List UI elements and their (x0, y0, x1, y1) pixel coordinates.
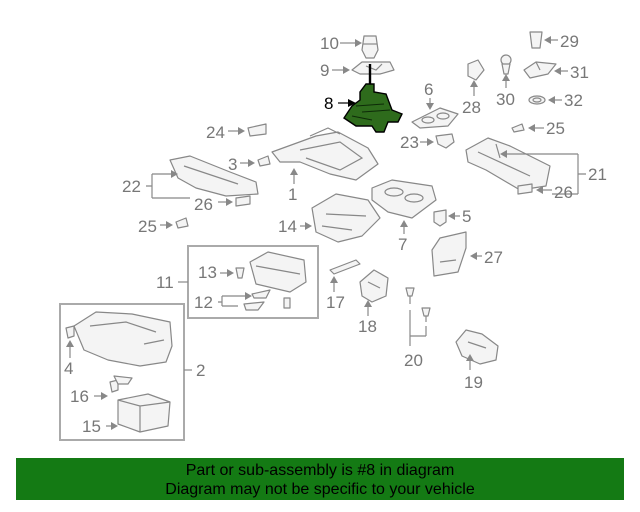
callout-29: 29 (560, 32, 579, 51)
part-27-panel (431, 231, 467, 277)
callout-25-lower: 25 (138, 217, 157, 236)
callout-24: 24 (206, 123, 225, 142)
callout-5: 5 (462, 207, 471, 226)
part-30-button (500, 54, 512, 75)
part-7-cup-holder (371, 179, 437, 219)
part-26-clip-right (517, 183, 533, 195)
callout-22: 22 (122, 177, 141, 196)
part-10-shift-knob (361, 35, 379, 59)
callout-28: 28 (462, 98, 481, 117)
callout-2: 2 (196, 361, 205, 380)
part-19-bracket (455, 329, 499, 365)
part-32-ring (528, 95, 546, 105)
callout-10: 10 (320, 34, 339, 53)
callout-19: 19 (464, 373, 483, 392)
group-box-2 (59, 303, 185, 441)
part-14-bracket (311, 193, 381, 243)
callout-3: 3 (228, 155, 237, 174)
callout-6: 6 (424, 80, 433, 99)
info-banner: Part or sub-assembly is #8 in diagram Di… (16, 458, 624, 500)
callout-27: 27 (484, 248, 503, 267)
part-25-screw-lower (175, 217, 189, 229)
info-line-disclaimer: Diagram may not be specific to your vehi… (165, 481, 475, 498)
part-21-side-trim (465, 137, 551, 191)
part-29-clip (529, 31, 543, 49)
part-15-bin (117, 393, 171, 433)
callout-26-left: 26 (194, 195, 213, 214)
part-4-clip (65, 325, 75, 339)
part-23-clip (435, 133, 455, 149)
parts-diagram: 10 9 8 6 28 30 29 31 (59, 31, 607, 441)
callout-30: 30 (496, 90, 515, 109)
part-6-bezel (411, 107, 459, 129)
callout-26-right: 26 (554, 183, 573, 202)
callout-32: 32 (564, 91, 583, 110)
part-3-screw (257, 155, 271, 167)
part-18-bracket (359, 269, 389, 303)
part-20-bolts (405, 287, 431, 322)
callout-21: 21 (588, 165, 607, 184)
part-5-bolt (433, 209, 447, 227)
part-12-hinge (243, 289, 291, 311)
callout-13: 13 (198, 263, 217, 282)
callout-25-upper: 25 (546, 119, 565, 138)
callout-16: 16 (70, 387, 89, 406)
callout-12: 12 (194, 293, 213, 312)
callout-20: 20 (404, 351, 423, 370)
callout-18: 18 (358, 317, 377, 336)
part-26-clip-left (235, 195, 251, 207)
callout-23: 23 (400, 133, 419, 152)
part-17-strip (329, 259, 361, 275)
info-line-part: Part or sub-assembly is #8 in diagram (185, 462, 455, 479)
callout-31: 31 (570, 63, 589, 82)
callout-17: 17 (326, 293, 345, 312)
callout-15: 15 (82, 417, 101, 436)
callout-8: 8 (324, 94, 333, 113)
part-25-screw-upper (511, 123, 525, 133)
part-24-trim (247, 123, 267, 137)
part-1-console-panel (271, 127, 379, 181)
callout-7: 7 (398, 235, 407, 254)
part-console-base (73, 311, 173, 367)
part-16-clip (109, 375, 133, 393)
part-13-screw (235, 267, 245, 279)
part-9-bezel (351, 61, 395, 75)
callout-4: 4 (64, 359, 73, 378)
callout-9: 9 (320, 61, 329, 80)
part-28-clip (467, 59, 485, 81)
callout-11: 11 (156, 273, 174, 292)
part-armrest-lid (249, 251, 307, 293)
part-22-side-panel (169, 155, 259, 197)
part-31-bracket (523, 61, 557, 79)
part-8-shifter-assembly (343, 64, 403, 133)
callout-14: 14 (278, 217, 297, 236)
callout-1: 1 (288, 185, 297, 204)
